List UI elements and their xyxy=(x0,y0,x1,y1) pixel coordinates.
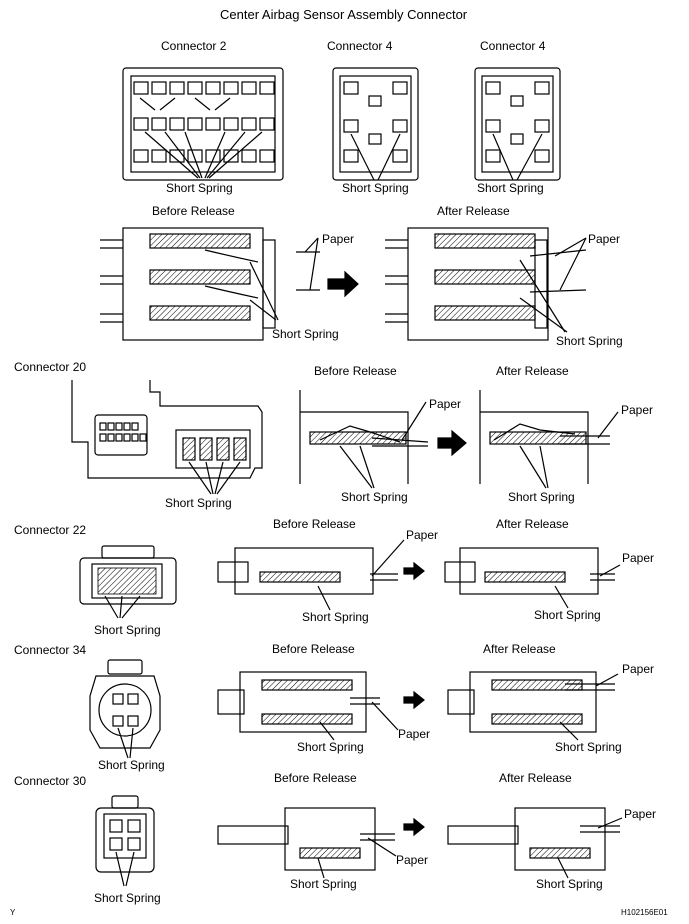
label-paper-20-before: Paper xyxy=(429,397,462,411)
label-short-spring-22-after: Short Spring xyxy=(534,608,601,622)
release-before-top xyxy=(100,227,320,341)
corner-marker: Y xyxy=(10,908,16,917)
label-after-top: After Release xyxy=(437,204,510,218)
label-connector-30: Connector 30 xyxy=(14,774,87,788)
label-paper-top-after: Paper xyxy=(588,232,621,246)
release-before-20 xyxy=(299,390,429,489)
release-before-34 xyxy=(217,671,399,741)
release-before-30 xyxy=(217,807,397,879)
label-short-spring-top-after: Short Spring xyxy=(556,334,623,348)
label-short-spring-34-after: Short Spring xyxy=(555,740,622,754)
arrow-20 xyxy=(437,429,467,457)
label-short-spring-top-before: Short Spring xyxy=(272,327,339,341)
label-connector-2: Connector 2 xyxy=(161,39,227,53)
label-short-spring-c22: Short Spring xyxy=(94,623,161,637)
figure-code: H102156E01 xyxy=(621,908,668,917)
label-before-22: Before Release xyxy=(273,517,356,531)
arrow-34 xyxy=(403,690,425,710)
label-connector-20: Connector 20 xyxy=(14,360,87,374)
label-short-spring-c34: Short Spring xyxy=(98,758,165,772)
label-connector-34: Connector 34 xyxy=(14,643,87,657)
label-before-34: Before Release xyxy=(272,642,355,656)
release-after-30 xyxy=(447,807,623,879)
release-before-22 xyxy=(217,539,405,611)
label-short-spring-20-after: Short Spring xyxy=(508,490,575,504)
arrow-30 xyxy=(403,817,425,837)
label-paper-30-after: Paper xyxy=(624,807,657,821)
connector-4b-drawing xyxy=(474,67,561,181)
label-paper-34-before: Paper xyxy=(398,727,431,741)
label-short-spring-34-before: Short Spring xyxy=(297,740,364,754)
arrow-22 xyxy=(403,561,425,581)
label-paper-30-before: Paper xyxy=(396,853,429,867)
connector-34-drawing xyxy=(89,659,161,759)
release-after-22 xyxy=(444,547,621,609)
label-short-spring-c4b: Short Spring xyxy=(477,181,544,195)
label-before-top: Before Release xyxy=(152,204,235,218)
label-short-spring-c4a: Short Spring xyxy=(342,181,409,195)
connector-30-drawing xyxy=(95,795,155,887)
connector-2-drawing xyxy=(122,67,284,181)
label-short-spring-20-before: Short Spring xyxy=(341,490,408,504)
label-connector-4b: Connector 4 xyxy=(480,39,546,53)
connector-22-drawing xyxy=(79,545,177,619)
arrow-top xyxy=(327,270,359,298)
label-short-spring-c2: Short Spring xyxy=(166,181,233,195)
label-short-spring-22-before: Short Spring xyxy=(302,610,369,624)
label-short-spring-30-before: Short Spring xyxy=(290,877,357,891)
label-paper-34-after: Paper xyxy=(622,662,655,676)
label-before-20: Before Release xyxy=(314,364,397,378)
label-after-22: After Release xyxy=(496,517,569,531)
label-paper-top-before: Paper xyxy=(322,232,355,246)
label-paper-22-after: Paper xyxy=(622,551,655,565)
release-after-top xyxy=(385,227,587,341)
release-after-34 xyxy=(447,671,619,741)
label-after-30: After Release xyxy=(499,771,572,785)
label-after-34: After Release xyxy=(483,642,556,656)
label-short-spring-30-after: Short Spring xyxy=(536,877,603,891)
connector-20-drawing xyxy=(71,380,263,495)
label-before-30: Before Release xyxy=(274,771,357,785)
label-connector-4a: Connector 4 xyxy=(327,39,393,53)
label-after-20: After Release xyxy=(496,364,569,378)
label-short-spring-c30: Short Spring xyxy=(94,891,161,905)
connector-4a-drawing xyxy=(332,67,419,181)
page-title: Center Airbag Sensor Assembly Connector xyxy=(220,7,468,22)
label-paper-22-before: Paper xyxy=(406,528,439,542)
release-after-20 xyxy=(479,390,619,489)
label-paper-20-after: Paper xyxy=(621,403,654,417)
label-connector-22: Connector 22 xyxy=(14,523,87,537)
label-short-spring-c20: Short Spring xyxy=(165,496,232,510)
